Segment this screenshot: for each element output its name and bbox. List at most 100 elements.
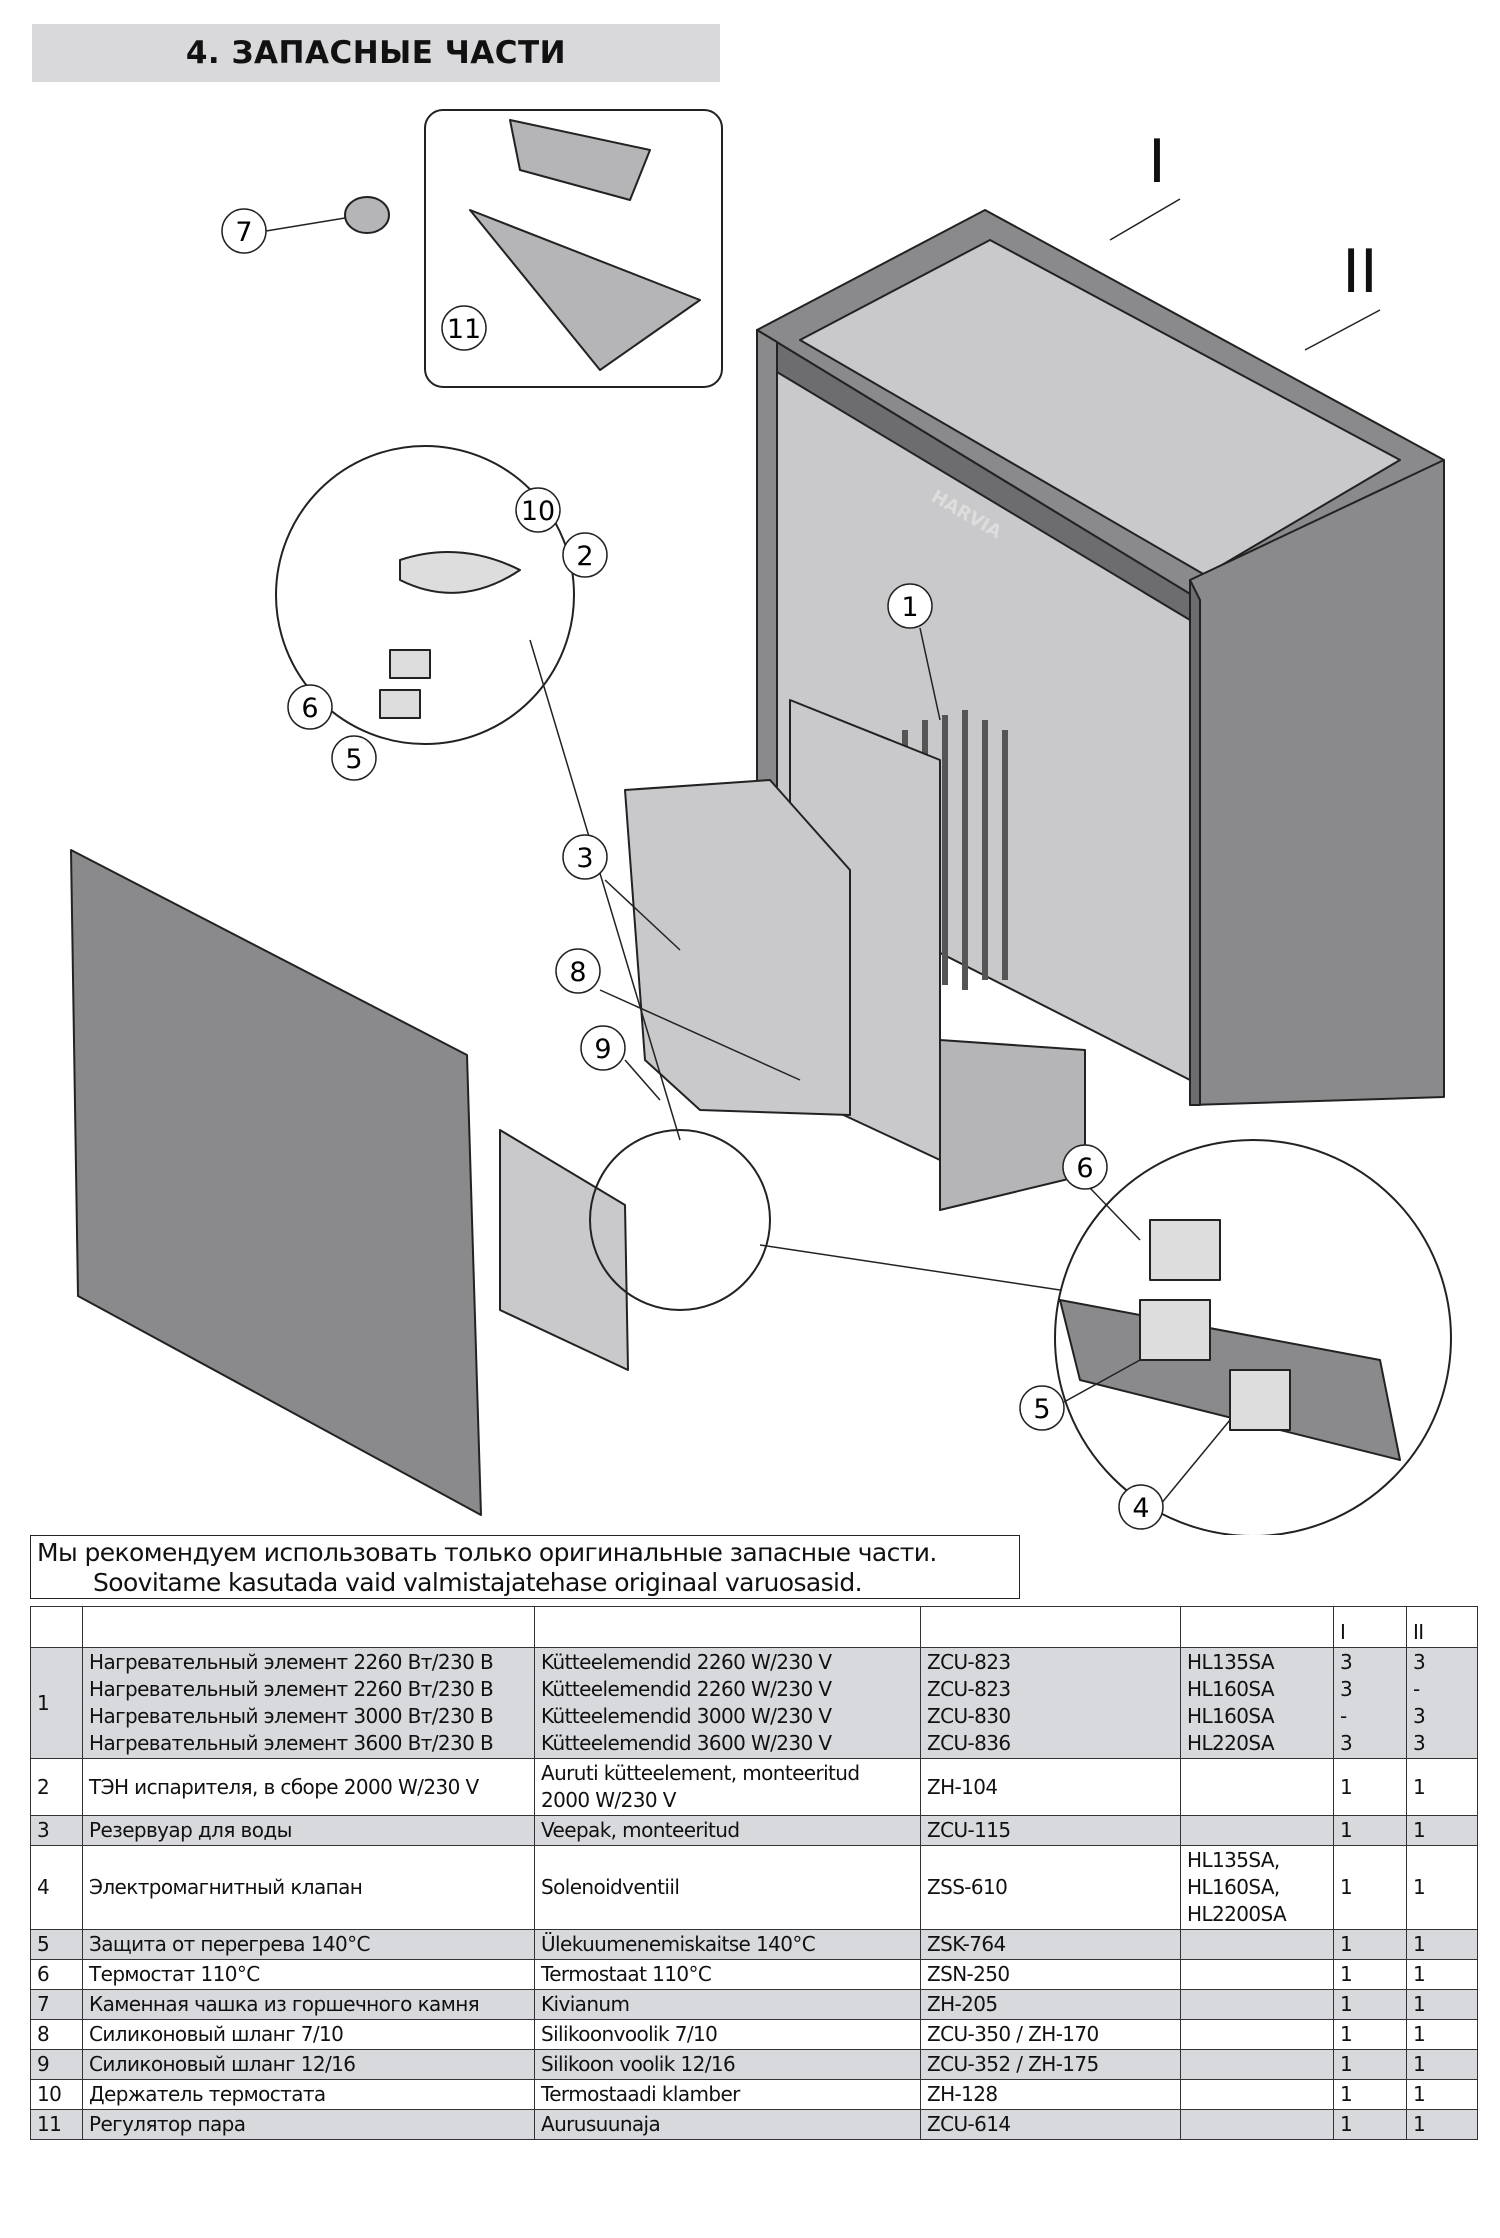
cell-ii-line: - <box>1413 1677 1420 1701</box>
cell-ru: Силиконовый шланг 12/16 <box>82 2049 535 2080</box>
cell-et-line: Kivianum <box>541 1992 630 2016</box>
cell-ru: Силиконовый шланг 7/10 <box>82 2019 535 2050</box>
original-parts-note: Мы рекомендуем использовать только ориги… <box>30 1535 1020 1599</box>
header-cell <box>534 1606 921 1648</box>
stone-cup <box>344 196 390 234</box>
cell-ii-line: 3 <box>1413 1704 1426 1728</box>
svg-text:5: 5 <box>345 744 362 775</box>
section-label-ii: II <box>1342 237 1377 307</box>
section-title-bar: 4. ЗАПАСНЫЕ ЧАСТИ <box>32 24 720 82</box>
cell-model <box>1180 2109 1334 2140</box>
cell-ii-line: 1 <box>1413 2022 1426 2046</box>
cell-et-line: Silikoon voolik 12/16 <box>541 2052 736 2076</box>
header-cell <box>920 1606 1181 1648</box>
cell-ru: Термостат 110°C <box>82 1959 535 1990</box>
cell-code: ZSS-610 <box>920 1845 1181 1930</box>
cell-code-line: ZCU-823 <box>927 1650 1011 1674</box>
cell-ii-line: 1 <box>1413 1992 1426 2016</box>
cell-model <box>1180 2079 1334 2110</box>
note-et: Soovitame kasutada vaid valmistajatehase… <box>93 1568 863 1597</box>
cell-model-line: HL160SA <box>1187 1704 1275 1728</box>
callout-1: 1 <box>887 583 933 629</box>
cell-model-line: HL2200SA <box>1187 1902 1287 1926</box>
cell-ii-line: 1 <box>1413 2052 1426 2076</box>
cell-i: 1 <box>1333 1929 1407 1960</box>
svg-text:6: 6 <box>301 693 318 724</box>
cell-ru: Электромагнитный клапан <box>82 1845 535 1930</box>
cell-ii-line: 3 <box>1413 1731 1426 1755</box>
cell-ru: Регулятор пара <box>82 2109 535 2140</box>
cell-ru-line: Резервуар для воды <box>89 1818 292 1842</box>
cell-ru-line: Термостат 110°C <box>89 1962 260 1986</box>
cell-ii: 1 <box>1406 1815 1478 1846</box>
cell-ru-line: Нагревательный элемент 2260 Вт/230 В <box>89 1677 494 1701</box>
cell-ru: ТЭН испарителя, в сборе 2000 W/230 V <box>82 1758 535 1816</box>
cell-i-line: 1 <box>1340 1962 1353 1986</box>
callout-7: 7 <box>221 208 267 254</box>
cell-ii: 1 <box>1406 1959 1478 1990</box>
cell-i-line: 1 <box>1340 1932 1353 1956</box>
cell-et: Solenoidventiil <box>534 1845 921 1930</box>
cell-ii: 1 <box>1406 1989 1478 2020</box>
cell-code-line: ZCU-352 / ZH-175 <box>927 2052 1099 2076</box>
part-number: 9 <box>30 2049 83 2080</box>
cell-code: ZCU-115 <box>920 1815 1181 1846</box>
cell-model <box>1180 2049 1334 2080</box>
cell-et-line: 2000 W/230 V <box>541 1788 676 1812</box>
cell-ru: Защита от перегрева 140°C <box>82 1929 535 1960</box>
cell-model <box>1180 1758 1334 1816</box>
cell-code-line: ZCU-823 <box>927 1677 1011 1701</box>
cell-ru-line: Держатель термостата <box>89 2082 326 2106</box>
inset-circle-thermostat <box>275 445 575 745</box>
cell-ru-line: Нагревательный элемент 3600 Вт/230 В <box>89 1731 494 1755</box>
cell-code-line: ZSN-250 <box>927 1962 1010 1986</box>
cell-et: Aurusuunaja <box>534 2109 921 2140</box>
cell-et-line: Ülekuumenemiskaitse 140°C <box>541 1932 816 1956</box>
cell-model-line: HL160SA, <box>1187 1875 1280 1899</box>
cell-ru-line: Силиконовый шланг 12/16 <box>89 2052 356 2076</box>
part-number: 3 <box>30 1815 83 1846</box>
cell-ru: Резервуар для воды <box>82 1815 535 1846</box>
part-number: 4 <box>30 1845 83 1930</box>
cell-ii-line: 1 <box>1413 1932 1426 1956</box>
cell-et-line: Kütteelemendid 3600 W/230 V <box>541 1731 832 1755</box>
cell-et: Termostaat 110°C <box>534 1959 921 1990</box>
callout-6: 6 <box>287 684 333 730</box>
cell-model-line: HL220SA <box>1187 1731 1275 1755</box>
cell-ii-line: 1 <box>1413 2082 1426 2106</box>
cell-et-line: Veepak, monteeritud <box>541 1818 740 1842</box>
cell-i-line: 1 <box>1340 1774 1353 1799</box>
callout-6-detail: 6 <box>1062 1144 1108 1190</box>
svg-text:11: 11 <box>447 314 481 345</box>
cell-code: ZCU-350 / ZH-170 <box>920 2019 1181 2050</box>
cell-et: Silikoon voolik 12/16 <box>534 2049 921 2080</box>
cell-ru-line: Силиконовый шланг 7/10 <box>89 2022 344 2046</box>
cell-i: 1 <box>1333 1758 1407 1816</box>
cell-ii-line: 1 <box>1413 1818 1426 1842</box>
cell-ii: 1 <box>1406 2079 1478 2110</box>
cell-code-line: ZH-205 <box>927 1992 998 2016</box>
cell-ii: 1 <box>1406 1845 1478 1930</box>
cell-i: 1 <box>1333 1845 1407 1930</box>
cell-ii: 1 <box>1406 2049 1478 2080</box>
cell-et: Silikoonvoolik 7/10 <box>534 2019 921 2050</box>
header-cell: II <box>1406 1606 1478 1648</box>
cell-model-line: HL135SA, <box>1187 1848 1280 1872</box>
cell-code-line: ZSK-764 <box>927 1932 1006 1956</box>
svg-text:1: 1 <box>901 592 918 623</box>
part-number: 7 <box>30 1989 83 2020</box>
header-cell: I <box>1333 1606 1407 1648</box>
cell-ru-line: Каменная чашка из горшечного камня <box>89 1992 480 2016</box>
cell-i: 1 <box>1333 1959 1407 1990</box>
cell-ru: Каменная чашка из горшечного камня <box>82 1989 535 2020</box>
cell-et: Veepak, monteeritud <box>534 1815 921 1846</box>
